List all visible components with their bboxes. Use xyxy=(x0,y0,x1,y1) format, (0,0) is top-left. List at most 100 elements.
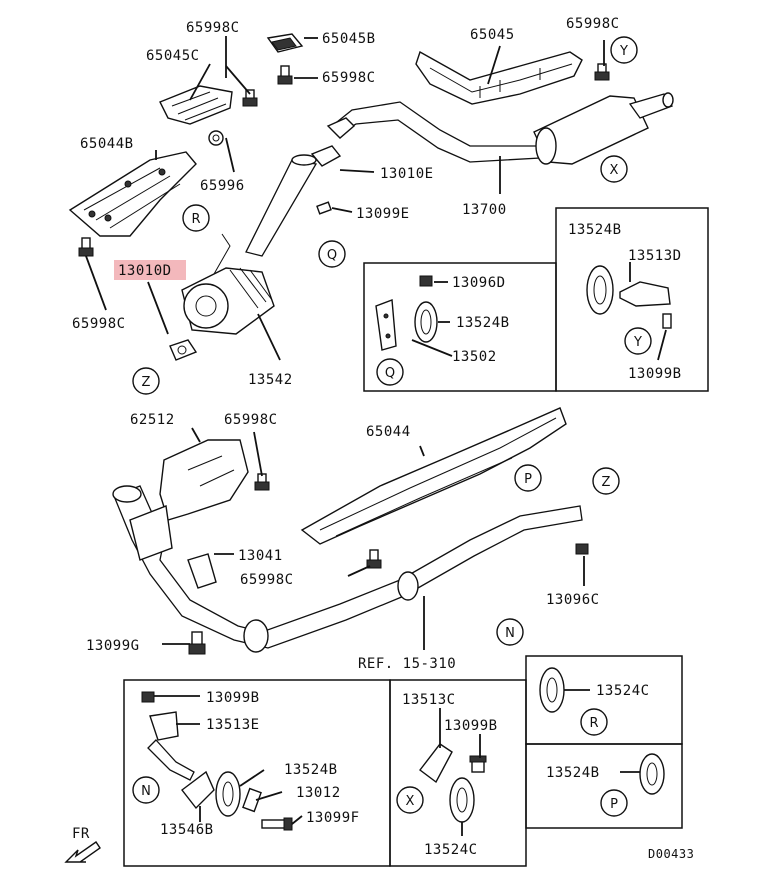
nut-13096c xyxy=(575,543,589,555)
callout-x-2: X xyxy=(396,786,424,814)
part-label-13099e: 13099E xyxy=(356,206,410,222)
part-label-13700: 13700 xyxy=(462,202,507,218)
hanger-13524c-c xyxy=(449,777,475,823)
svg-text:N: N xyxy=(141,784,151,799)
part-label-13096d: 13096D xyxy=(452,275,506,291)
svg-text:Q: Q xyxy=(385,366,395,381)
heat-protector-65045 xyxy=(415,50,583,105)
part-label-13513c: 13513C xyxy=(402,692,456,708)
bolt-65998c-d xyxy=(78,237,94,257)
callout-n-2: N xyxy=(132,776,160,804)
part-label-13010e: 13010E xyxy=(380,166,434,182)
part-label-62512: 62512 xyxy=(130,412,175,428)
bracket-13513c xyxy=(419,743,453,784)
part-label-13099g: 13099G xyxy=(86,638,140,654)
svg-text:Y: Y xyxy=(633,335,642,350)
nut-65996 xyxy=(208,130,224,146)
hanger-13524c-a xyxy=(539,667,565,713)
part-label-13546b: 13546B xyxy=(160,822,214,838)
part-label-65044: 65044 xyxy=(366,424,411,440)
callout-n-1: N xyxy=(496,618,524,646)
part-label-65998c: 65998C xyxy=(186,20,240,36)
callout-y-1: Y xyxy=(610,36,638,64)
part-label-13542: 13542 xyxy=(248,372,293,388)
part-label-65998c: 65998C xyxy=(72,316,126,332)
callout-z-1: Z xyxy=(132,367,160,395)
hanger-13524b-b xyxy=(586,265,614,315)
main-muffler-13700 xyxy=(331,92,674,165)
part-label-65998c: 65998C xyxy=(566,16,620,32)
callout-z-2: Z xyxy=(592,467,620,495)
bolt-65998c-c xyxy=(594,63,610,81)
svg-text:N: N xyxy=(505,626,515,641)
part-label-13513d: 13513D xyxy=(628,248,682,264)
part-label-13502: 13502 xyxy=(452,349,497,365)
reference-label: REF. 15-310 xyxy=(358,656,456,672)
inset-box-hanger-13546b xyxy=(123,679,391,867)
part-label-13524b: 13524B xyxy=(546,765,600,781)
part-label-13513e: 13513E xyxy=(206,717,260,733)
svg-text:Y: Y xyxy=(619,44,628,59)
part-label-65045c: 65045C xyxy=(146,48,200,64)
bolt-65998c-f xyxy=(366,549,382,569)
bracket-13546b xyxy=(181,770,215,810)
callout-p-1: P xyxy=(514,464,542,492)
bracket-13502 xyxy=(375,299,397,351)
callout-p-2: P xyxy=(600,789,628,817)
part-label-65045: 65045 xyxy=(470,27,515,43)
spacer-13012 xyxy=(242,787,262,813)
part-label-13099b: 13099B xyxy=(628,366,682,382)
part-label-65044b: 65044B xyxy=(80,136,134,152)
part-label-13012: 13012 xyxy=(296,785,341,801)
part-label-65996: 65996 xyxy=(200,178,245,194)
highlight-13010d xyxy=(114,260,186,280)
hanger-13524b-a xyxy=(414,301,438,343)
part-label-13099b: 13099B xyxy=(444,718,498,734)
part-label-13099b: 13099B xyxy=(206,690,260,706)
bracket-13513d xyxy=(619,281,671,307)
svg-text:P: P xyxy=(610,797,618,812)
front-exhaust-pipe xyxy=(112,485,583,653)
inset-box-hanger-13524b xyxy=(525,743,683,829)
svg-text:Z: Z xyxy=(602,475,611,490)
part-label-65045b: 65045B xyxy=(322,31,376,47)
bolt-65998c-top xyxy=(277,65,293,85)
heat-protector-65045c xyxy=(159,85,233,125)
part-label-13010d: 13010D xyxy=(118,263,172,279)
bracket-13041 xyxy=(187,553,217,589)
callout-y-2: Y xyxy=(624,327,652,355)
svg-text:Q: Q xyxy=(327,248,337,263)
part-label-13524c: 13524C xyxy=(596,683,650,699)
svg-text:Z: Z xyxy=(142,375,151,390)
callout-r-1: R xyxy=(182,204,210,232)
heat-protector-65044b xyxy=(68,151,197,237)
part-label-65998c: 65998C xyxy=(224,412,278,428)
part-label-13524b: 13524B xyxy=(568,222,622,238)
heat-protector-65045b xyxy=(266,33,304,53)
diagram-code: D00433 xyxy=(648,847,694,861)
bolt-13099e xyxy=(316,201,332,215)
svg-text:X: X xyxy=(610,163,619,178)
bolt-13099g xyxy=(188,631,206,655)
part-label-65998c: 65998C xyxy=(322,70,376,86)
part-label-13096c: 13096C xyxy=(546,592,600,608)
svg-text:R: R xyxy=(191,212,200,227)
svg-text:FR: FR xyxy=(72,826,90,842)
part-label-13524b: 13524B xyxy=(456,315,510,331)
heat-protector-65044 xyxy=(300,407,567,545)
part-label-65998c: 65998C xyxy=(240,572,294,588)
front-direction-arrow: FR xyxy=(64,826,101,863)
gasket-13010e xyxy=(310,117,356,167)
pre-muffler-13542 xyxy=(181,154,318,335)
nut-13096d xyxy=(419,275,433,287)
gasket-13010d xyxy=(169,339,198,361)
part-label-13099f: 13099F xyxy=(306,810,360,826)
part-label-13524b: 13524B xyxy=(284,762,338,778)
part-label-13524c: 13524C xyxy=(424,842,478,858)
inset-box-hanger-13513d xyxy=(555,207,709,392)
callout-q-2: Q xyxy=(376,358,404,386)
bolt-13099b-c xyxy=(469,755,487,773)
heat-protector-62512 xyxy=(159,439,249,521)
